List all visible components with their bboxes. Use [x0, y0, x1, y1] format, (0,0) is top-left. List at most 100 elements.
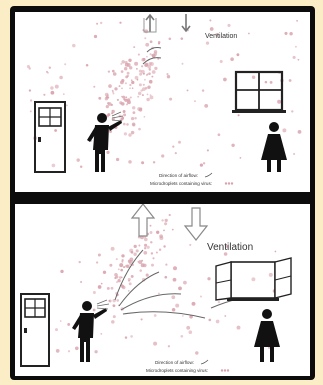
droplet	[159, 236, 163, 240]
droplet	[123, 110, 126, 113]
droplet	[144, 79, 146, 81]
droplet	[149, 68, 151, 70]
droplet	[132, 87, 134, 89]
droplet	[111, 247, 115, 251]
droplet	[75, 346, 79, 350]
droplet	[149, 80, 153, 84]
droplet	[164, 222, 167, 225]
droplet	[137, 96, 139, 98]
droplet	[55, 328, 58, 331]
droplet	[206, 41, 209, 44]
droplet	[131, 275, 134, 278]
droplet	[207, 277, 210, 280]
droplet-cloud	[27, 19, 302, 168]
droplet	[79, 261, 81, 263]
droplet	[116, 299, 119, 302]
airflow-arrow-icon	[205, 173, 212, 177]
droplet	[148, 72, 151, 75]
droplet	[116, 158, 119, 161]
droplet	[132, 123, 135, 126]
droplet	[166, 73, 168, 75]
droplet	[127, 75, 129, 77]
droplet	[125, 265, 128, 268]
droplet	[298, 130, 302, 134]
droplet	[175, 304, 179, 308]
droplet	[152, 257, 154, 259]
droplet	[167, 75, 170, 78]
droplet	[252, 76, 255, 79]
droplet	[103, 271, 106, 274]
droplet	[98, 97, 101, 100]
droplet	[165, 219, 168, 222]
ventilation-label: Ventilation	[205, 33, 237, 40]
droplet	[119, 85, 121, 87]
droplet	[54, 129, 57, 132]
droplet	[143, 264, 147, 268]
droplet	[111, 110, 114, 113]
droplet	[169, 98, 172, 101]
person-listening-icon	[254, 309, 280, 362]
droplet	[265, 81, 268, 84]
droplet	[67, 323, 70, 326]
droplet	[131, 131, 134, 134]
droplet	[43, 94, 45, 96]
droplet	[94, 35, 97, 38]
door-icon	[35, 102, 65, 172]
droplet	[131, 81, 134, 84]
droplet	[98, 285, 102, 289]
droplet	[101, 283, 103, 285]
droplet	[231, 144, 234, 147]
droplet	[172, 308, 176, 312]
droplet	[117, 99, 119, 101]
droplet	[187, 89, 189, 91]
droplet	[144, 247, 146, 249]
droplet	[182, 63, 184, 65]
panel-open-window-scenario: Ventilation	[15, 204, 310, 376]
droplet	[106, 151, 109, 154]
droplet	[236, 53, 239, 56]
droplet	[209, 19, 211, 21]
droplet	[295, 46, 297, 48]
droplet	[114, 277, 116, 279]
droplet	[230, 57, 234, 61]
droplet	[60, 320, 62, 322]
droplet	[122, 259, 124, 261]
droplet	[158, 292, 160, 294]
droplet	[189, 244, 191, 246]
droplet	[178, 287, 182, 291]
droplet	[146, 56, 148, 58]
droplet	[111, 320, 115, 324]
droplet	[291, 110, 293, 112]
droplet	[119, 263, 123, 267]
droplet	[117, 279, 120, 282]
person-speaking-icon	[87, 113, 122, 172]
airflow-arrow-icon	[182, 14, 190, 31]
droplet	[178, 141, 181, 144]
droplet	[251, 277, 255, 281]
droplet	[125, 82, 127, 84]
droplet	[218, 133, 221, 136]
droplet	[128, 290, 130, 292]
droplet	[237, 326, 241, 330]
panel-closed-window-scenario: Ventilation	[15, 12, 310, 192]
droplet	[161, 154, 164, 157]
droplet	[80, 166, 82, 168]
droplet	[105, 93, 109, 97]
droplet	[141, 161, 144, 164]
legend-droplets-label: Microdroplets containing virus:	[146, 368, 208, 373]
droplet	[268, 347, 270, 349]
droplet	[161, 219, 163, 221]
droplet	[150, 94, 152, 96]
droplet	[121, 70, 124, 73]
droplet	[171, 295, 175, 299]
scene-top: Ventilation	[15, 12, 310, 192]
droplet	[159, 249, 161, 251]
droplet	[121, 60, 125, 64]
droplet	[165, 264, 167, 266]
droplet	[134, 245, 137, 248]
droplet	[128, 133, 131, 136]
droplet	[186, 326, 190, 330]
droplet	[173, 278, 177, 282]
droplet	[192, 302, 196, 306]
droplet	[56, 349, 60, 353]
